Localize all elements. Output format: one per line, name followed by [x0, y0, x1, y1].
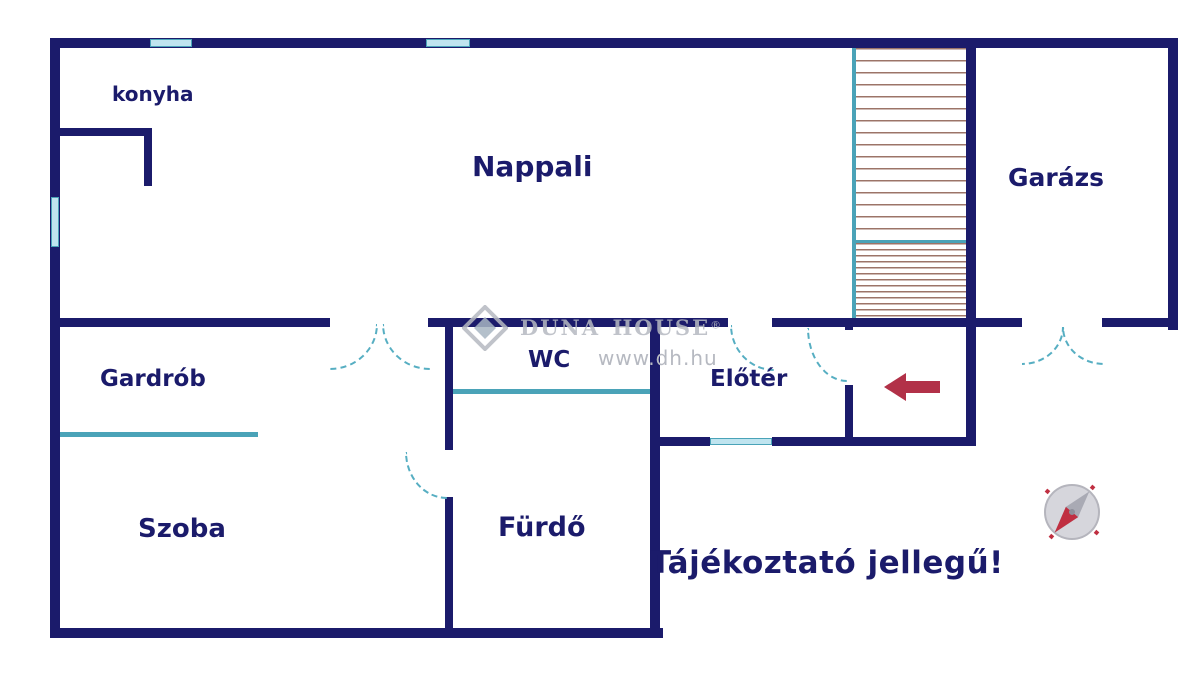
room-label-garazs: Garázs — [1008, 163, 1105, 192]
partition-gardrob-rail — [60, 432, 258, 437]
wall-furdo-right — [650, 318, 660, 638]
window-left-nappali — [51, 197, 59, 247]
door-arc-szoba — [405, 452, 447, 499]
disclaimer-text: Tájékoztató jellegű! — [650, 545, 1004, 581]
partition-stairs-left — [852, 48, 856, 318]
room-label-konyha: konyha — [112, 82, 194, 106]
wall-middle-seg1 — [50, 318, 330, 327]
wall-middle-seg3 — [772, 318, 968, 327]
room-label-szoba: Szoba — [138, 514, 226, 544]
door-arc-entrance — [807, 328, 847, 382]
room-label-furdo: Fürdő — [498, 512, 586, 543]
wall-konyha-partition-h — [58, 128, 152, 136]
window-top-konyha — [150, 39, 192, 47]
partition-stairs-landing — [856, 240, 966, 243]
watermark: Duna House® — [462, 305, 762, 371]
wall-konyha-partition-v — [144, 128, 152, 186]
wall-eloter-divider-top — [845, 318, 853, 330]
stairs-upper-flight — [856, 48, 966, 240]
wall-eloter-divider-bottom — [845, 385, 853, 446]
wall-eloter-bottom-left — [655, 437, 710, 446]
wall-eloter-bottom-right — [772, 437, 976, 446]
compass-icon — [1044, 484, 1100, 540]
wall-middle-seg2 — [428, 318, 728, 327]
wall-gardrob-right-upper — [445, 322, 453, 450]
watermark-brand: Duna House — [520, 308, 711, 343]
wall-garage-bottom-right — [1102, 318, 1178, 327]
watermark-reg: ® — [710, 318, 722, 332]
room-label-nappali: Nappali — [472, 150, 593, 183]
room-label-wc: WC — [528, 347, 571, 373]
room-label-eloter: Előtér — [710, 366, 788, 392]
wall-outer-top — [50, 38, 1178, 48]
door-arc-garage-left — [1022, 327, 1064, 365]
stairs-lower-flight — [856, 243, 966, 318]
watermark-diamond-icon — [462, 305, 508, 351]
window-top-nappali — [426, 39, 470, 47]
window-eloter-bottom — [710, 438, 772, 445]
entrance-arrow-icon — [884, 373, 940, 401]
wall-gardrob-right-lower — [445, 497, 453, 638]
door-arc-nappali-left — [330, 324, 378, 370]
door-arc-nappali-right — [382, 324, 430, 370]
wall-outer-right-garage — [1168, 38, 1178, 330]
partition-wc-furdo — [453, 389, 650, 394]
door-arc-garage-right — [1062, 327, 1104, 365]
wall-outer-left — [50, 38, 60, 638]
room-label-gardrob: Gardrób — [100, 366, 206, 392]
wall-outer-bottom — [50, 628, 663, 638]
wall-garage-left — [966, 46, 976, 446]
wall-garage-bottom-left — [966, 318, 1022, 327]
watermark-url: www.dh.hu — [598, 346, 718, 370]
